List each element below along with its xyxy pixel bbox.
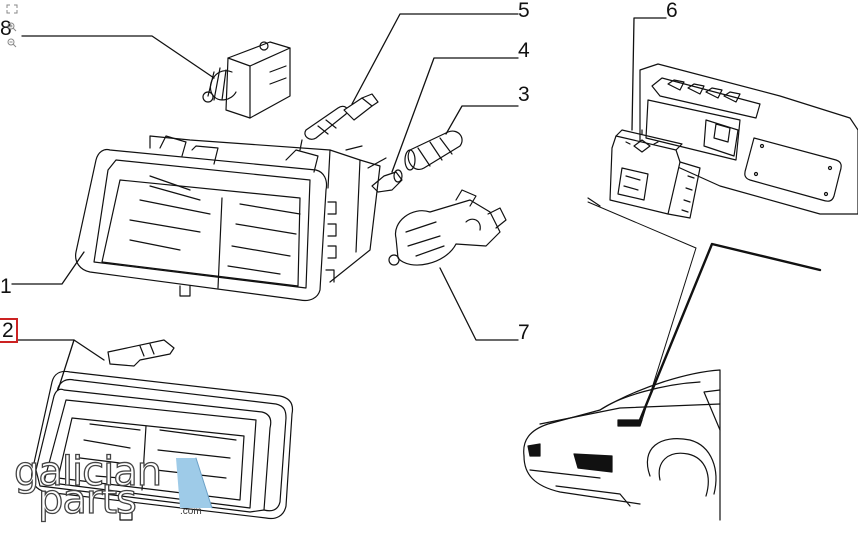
- watermark-text-line1: galician: [13, 449, 162, 495]
- watermark-suffix: .com: [180, 506, 202, 517]
- callout-2[interactable]: 2: [0, 318, 18, 343]
- part-2-lens-gasket[interactable]: [31, 339, 294, 521]
- zoom-in-icon[interactable]: [6, 22, 18, 32]
- part-1-headlight[interactable]: [75, 135, 387, 302]
- part-6-switch-panel[interactable]: [587, 63, 858, 219]
- leader-4: [391, 57, 519, 173]
- callout-7[interactable]: 7: [518, 321, 530, 344]
- callout-8[interactable]: 8: [0, 17, 12, 40]
- callout-5[interactable]: 5: [518, 0, 530, 22]
- part-7-bulb-holder[interactable]: [388, 189, 507, 266]
- part-3-socket[interactable]: [404, 130, 463, 171]
- leader-8: [21, 35, 215, 79]
- leader-3: [445, 105, 519, 135]
- watermark-graphic: [176, 457, 213, 509]
- zoom-out-icon[interactable]: [6, 38, 18, 48]
- watermark-text-line2: parts: [37, 477, 137, 523]
- part-4-side-bulb[interactable]: [371, 169, 403, 193]
- leader-2a: [17, 339, 105, 361]
- expand-icon[interactable]: [6, 4, 18, 14]
- part-5-bulb[interactable]: [304, 93, 379, 140]
- leader-2b: [57, 339, 75, 391]
- callout-6[interactable]: 6: [666, 0, 678, 22]
- leader-1: [11, 251, 85, 285]
- callout-3[interactable]: 3: [518, 83, 530, 106]
- callout-1[interactable]: 1: [0, 275, 12, 298]
- callout-4[interactable]: 4: [518, 39, 530, 62]
- leader-6: [631, 17, 667, 131]
- leader-5: [351, 13, 519, 105]
- leader-7: [439, 267, 519, 341]
- leader-lines: [11, 13, 822, 422]
- part-8-leveling-motor[interactable]: [202, 41, 291, 119]
- vehicle-outline: [523, 369, 721, 521]
